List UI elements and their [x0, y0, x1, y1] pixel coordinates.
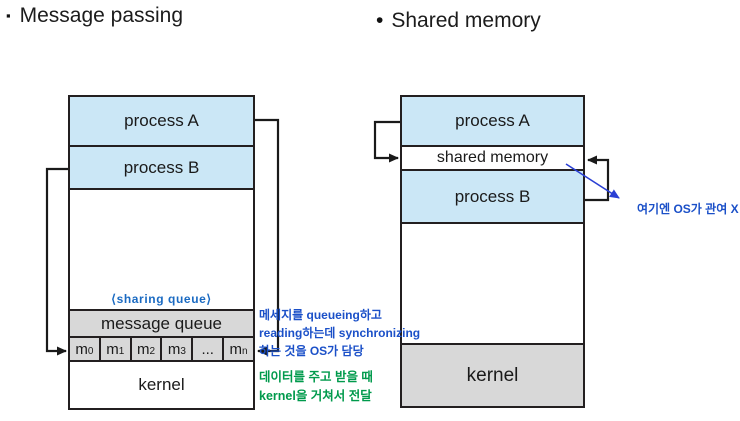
shared-memory-diagram: process A shared memory process B kernel — [400, 95, 585, 408]
heading-message-passing-label: Message passing — [19, 4, 184, 27]
process-b-box: process B — [70, 147, 253, 190]
process-a-box: process A — [70, 97, 253, 147]
cell-text: ... — [201, 340, 214, 358]
cell-subscript: 1 — [118, 345, 125, 357]
process-b-to-shared-memory-arrow — [585, 155, 610, 202]
shared-memory-label: shared memory — [436, 149, 549, 166]
os-involvement-annotation: 여기엔 OS가 관여 X — [637, 202, 739, 216]
sharing-queue-caption: ⟨sharing queue⟩ — [111, 292, 212, 306]
cell-subscript: 3 — [180, 345, 186, 357]
process-a-label: process A — [455, 111, 530, 130]
message-passing-diagram: process A process B ⟨sharing queue⟩ mess… — [68, 95, 255, 410]
sync-annotation-line2: reading하는데 synchronizing — [259, 326, 421, 340]
kernel-annotation-line2: kernel을 거쳐서 전달 — [259, 389, 372, 403]
sync-annotation: 메세지를 queueing하고 reading하는데 synchronizing… — [259, 306, 420, 360]
process-a-box: process A — [402, 97, 583, 147]
sync-annotation-line1: 메세지를 queueing하고 — [259, 308, 382, 322]
kernel-annotation: 데이터를 주고 받을 때 kernel을 거쳐서 전달 — [259, 368, 373, 406]
message-queue-box: message queue — [70, 309, 253, 338]
cell-text: m — [229, 340, 243, 358]
process-b-to-queue-arrow — [45, 167, 68, 356]
kernel-area-left: kernel — [70, 362, 253, 408]
heading-message-passing: ▪ Message passing — [6, 4, 183, 28]
cell-subscript: 2 — [149, 345, 156, 357]
message-queue-label: message queue — [101, 313, 222, 333]
cell-text: m — [167, 340, 181, 358]
process-a-label: process A — [124, 111, 199, 130]
process-a-to-shared-memory-arrow — [373, 120, 400, 163]
heading-shared-memory-label: Shared memory — [391, 9, 541, 32]
process-b-box: process B — [402, 171, 583, 224]
queue-cell-ellipsis: ... — [193, 338, 225, 360]
kernel-label: kernel — [466, 364, 519, 386]
kernel-label: kernel — [138, 375, 185, 394]
sync-annotation-line3: 하는 것을 OS가 담당 — [259, 344, 364, 358]
shared-memory-box: shared memory — [402, 147, 583, 171]
kernel-annotation-line1: 데이터를 주고 받을 때 — [259, 370, 373, 384]
square-bullet-icon: ▪ — [6, 8, 11, 23]
cell-text: m — [137, 340, 150, 358]
cell-subscript: n — [242, 345, 248, 357]
kernel-area-right: kernel — [402, 343, 583, 406]
process-b-label: process B — [454, 186, 531, 206]
heading-shared-memory: • Shared memory — [376, 9, 541, 33]
process-b-label: process B — [123, 157, 200, 177]
cell-text: m — [75, 340, 88, 358]
cell-text: m — [106, 340, 119, 358]
round-bullet-icon: • — [376, 9, 384, 32]
cell-subscript: 0 — [87, 345, 94, 357]
